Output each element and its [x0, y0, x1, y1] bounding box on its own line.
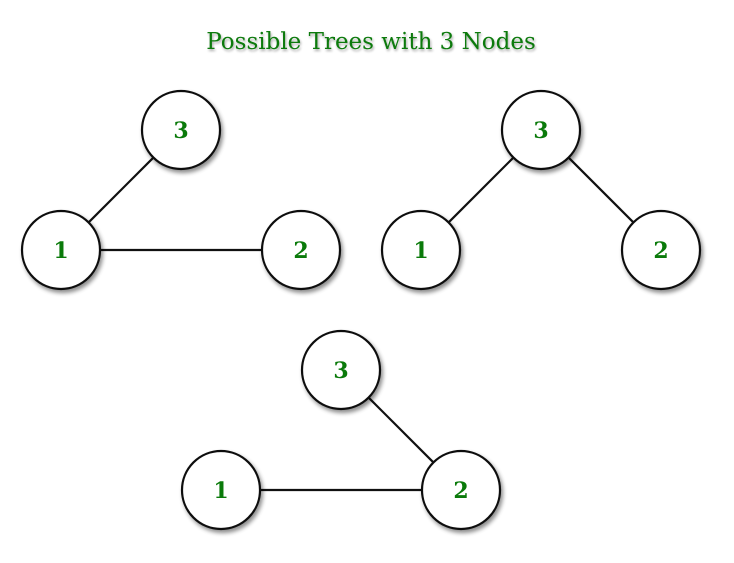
- node-circle: [180, 449, 262, 531]
- tree-node: 3: [300, 329, 382, 411]
- node-label: 1: [213, 478, 228, 504]
- tree-node: 1: [180, 449, 262, 531]
- node-circle: [420, 449, 502, 531]
- node-label: 2: [653, 238, 668, 264]
- tree-node: 2: [620, 209, 702, 291]
- tree-node: 2: [260, 209, 342, 291]
- node-label: 2: [293, 238, 308, 264]
- tree-node: 1: [380, 209, 462, 291]
- node-label: 2: [453, 478, 468, 504]
- node-label: 3: [533, 118, 548, 144]
- node-label: 1: [53, 238, 68, 264]
- tree-node: 2: [420, 449, 502, 531]
- tree-2: 3 1 2: [380, 89, 702, 291]
- trees-layer: 3 1 2 3 1 2 3 1 2: [20, 89, 702, 531]
- tree-edge: [367, 396, 435, 464]
- tree-node: 3: [500, 89, 582, 171]
- node-label: 3: [173, 118, 188, 144]
- tree-1: 3 1 2: [20, 89, 342, 291]
- diagram-title: Possible Trees with 3 Nodes: [206, 29, 536, 55]
- tree-3: 3 1 2: [180, 329, 502, 531]
- node-circle: [140, 89, 222, 171]
- node-circle: [500, 89, 582, 171]
- tree-node: 1: [20, 209, 102, 291]
- node-label: 3: [333, 358, 348, 384]
- node-circle: [260, 209, 342, 291]
- node-circle: [20, 209, 102, 291]
- tree-edge: [567, 156, 635, 224]
- node-label: 1: [413, 238, 428, 264]
- tree-edge: [447, 156, 515, 224]
- node-circle: [620, 209, 702, 291]
- node-circle: [300, 329, 382, 411]
- tree-node: 3: [140, 89, 222, 171]
- tree-edge: [87, 156, 155, 224]
- node-circle: [380, 209, 462, 291]
